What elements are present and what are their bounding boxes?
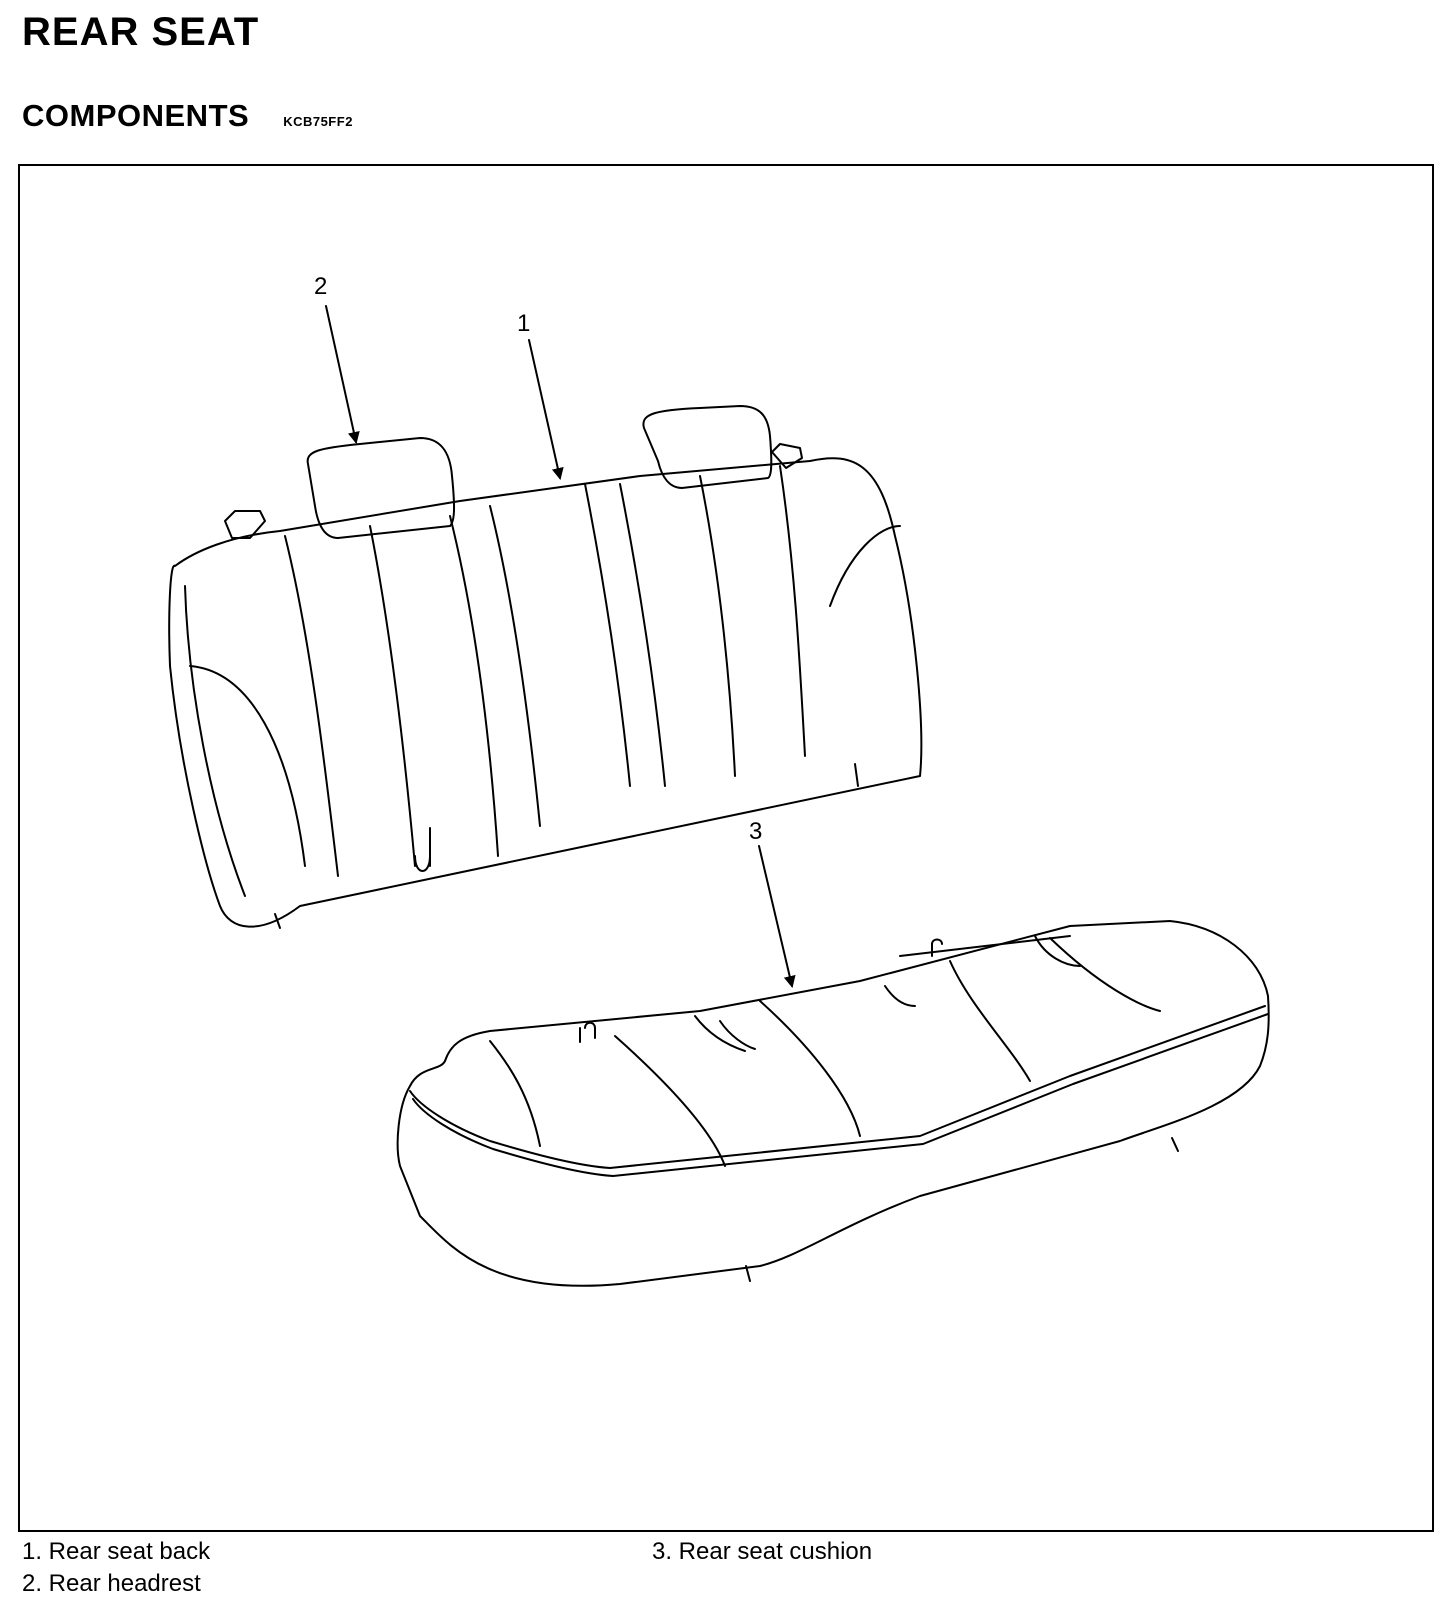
page-title: REAR SEAT: [22, 10, 260, 54]
callout-2-arrow: [325, 305, 360, 444]
legend-item-rear-seat-back: 1. Rear seat back: [22, 1538, 211, 1565]
callout-1-arrow: [528, 339, 564, 480]
rear-headrest-drawing: [306, 405, 773, 539]
components-figure: 2 1 3: [18, 164, 1434, 1532]
legend-item-rear-seat-cushion: 3. Rear seat cushion: [652, 1538, 873, 1565]
callout-number-2: 2: [314, 273, 327, 300]
callout-number-1: 1: [517, 310, 530, 337]
callout-number-3: 3: [749, 818, 762, 845]
seat-illustration: 2 1 3: [168, 273, 1270, 1287]
section-header: COMPONENTS KCB75FF2: [22, 98, 353, 134]
callout-3-arrow: [758, 845, 796, 988]
rear-seat-cushion-drawing: [396, 920, 1270, 1287]
document-code: KCB75FF2: [283, 114, 353, 129]
rear-seat-back-drawing: [168, 443, 923, 929]
legend-item-rear-headrest: 2. Rear headrest: [22, 1570, 201, 1597]
section-title: COMPONENTS: [22, 98, 250, 133]
